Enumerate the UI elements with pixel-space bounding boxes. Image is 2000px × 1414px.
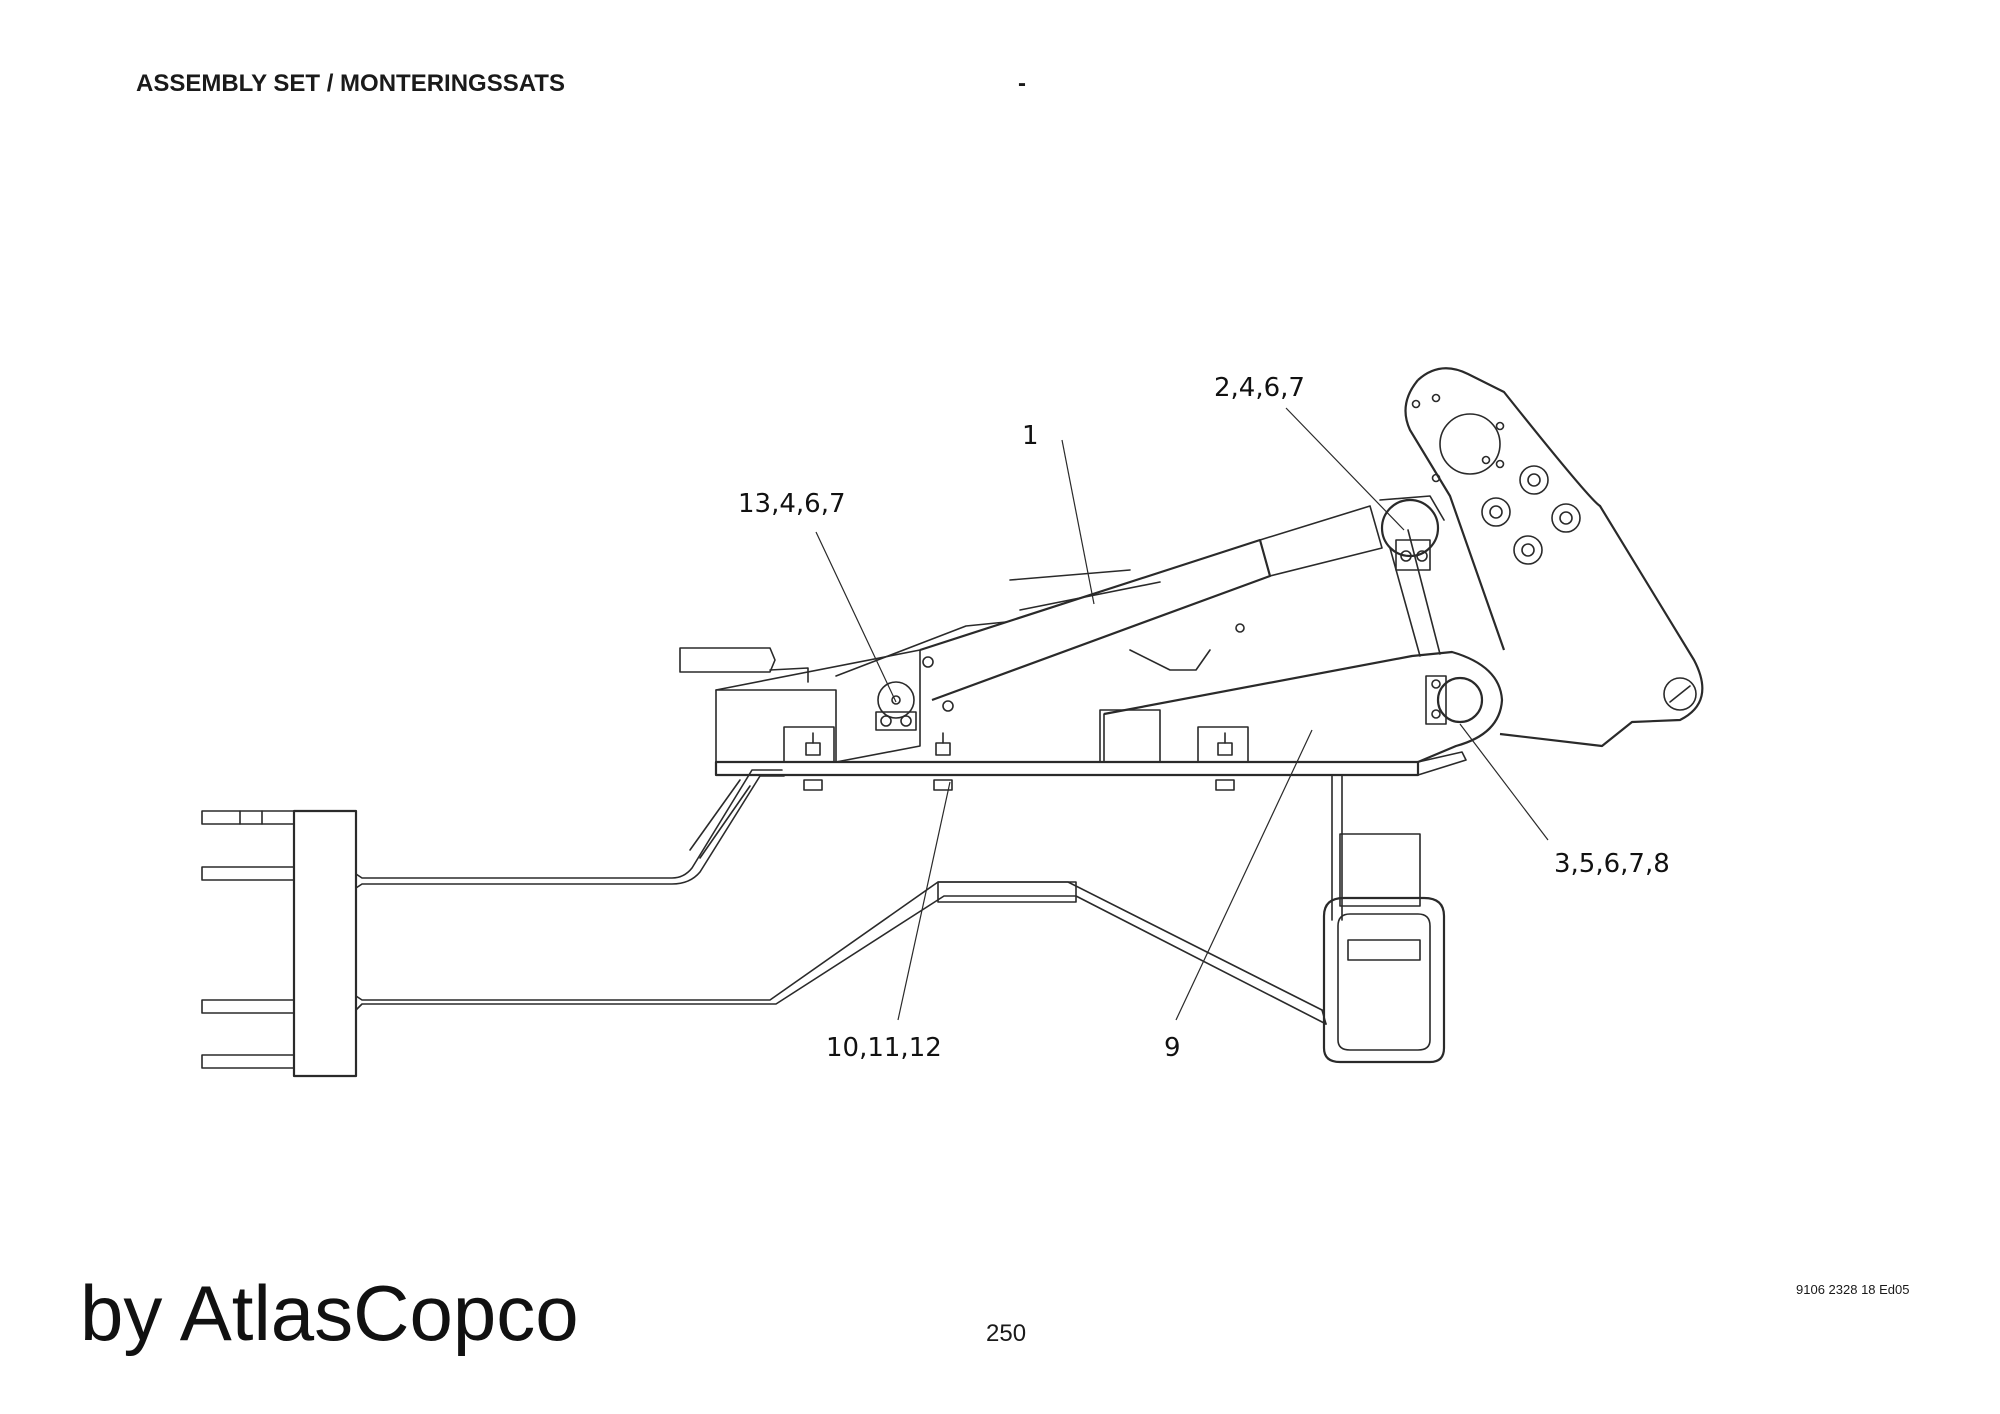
header-dash: -	[1018, 70, 1026, 97]
callout-label: 13,4,6,7	[738, 489, 846, 519]
base-beam	[714, 689, 1467, 791]
rotator-plate	[1379, 367, 1704, 748]
lower-arm	[355, 881, 1327, 1025]
callout-label: 3,5,6,7,8	[1554, 849, 1670, 879]
mounting-plate	[201, 809, 358, 1078]
callout-label: 2,4,6,7	[1214, 373, 1305, 403]
brand-logo-text: by AtlasCopco	[80, 1269, 579, 1357]
rear-pivot	[875, 681, 917, 731]
cylinder-assembly	[679, 505, 1383, 763]
leader-lines	[815, 407, 1549, 1021]
boom-body	[1103, 650, 1504, 764]
upper-arm	[355, 769, 785, 889]
support-foot	[1322, 774, 1446, 1064]
page-number: 250	[986, 1320, 1027, 1347]
callout-labels: 1 2,4,6,7 13,4,6,7 3,5,6,7,8 10,11,12 9	[738, 373, 1670, 1063]
callout-label: 9	[1164, 1033, 1181, 1063]
callout-label: 1	[1022, 421, 1039, 451]
document-code: 9106 2328 18 Ed05	[1796, 1282, 1910, 1297]
callout-label: 10,11,12	[826, 1033, 942, 1063]
page-title: ASSEMBLY SET / MONTERINGSSATS	[136, 70, 565, 97]
